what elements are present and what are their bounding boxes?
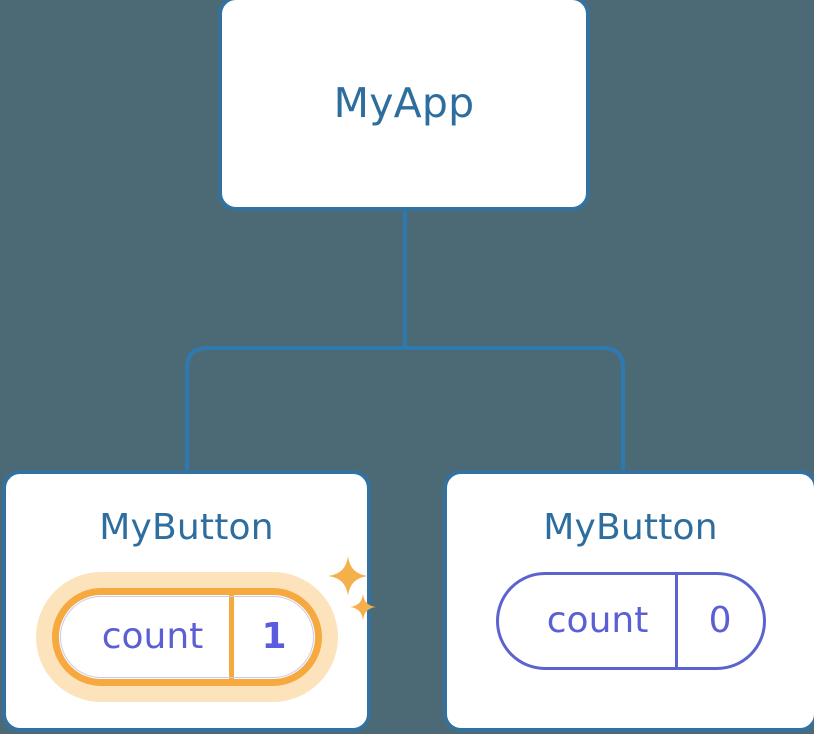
node-myapp[interactable]: MyApp [218,0,590,211]
sparkle-large-icon [327,556,368,596]
node-myapp-label: MyApp [333,79,475,127]
edge-branch-bar [185,346,625,470]
state-key-right: count [546,600,649,641]
state-pill-left-glow: count 1 [35,572,338,702]
state-value-right: 0 [674,575,763,667]
state-pill-left[interactable]: count 1 [51,588,322,686]
node-mybutton-right[interactable]: MyButton count 0 [443,470,814,732]
state-pill-right-wrap: count 0 [495,572,766,670]
state-key-left: count [101,616,204,657]
state-pill-right[interactable]: count 0 [495,572,766,670]
node-mybutton-right-label: MyButton [543,507,718,548]
state-value-left: 1 [228,595,315,679]
state-pill-left-wrap: count 1 [35,556,376,702]
node-mybutton-left-label: MyButton [99,507,274,548]
node-mybutton-left[interactable]: MyButton count 1 [2,470,376,732]
sparkle-small-icon [349,594,376,620]
